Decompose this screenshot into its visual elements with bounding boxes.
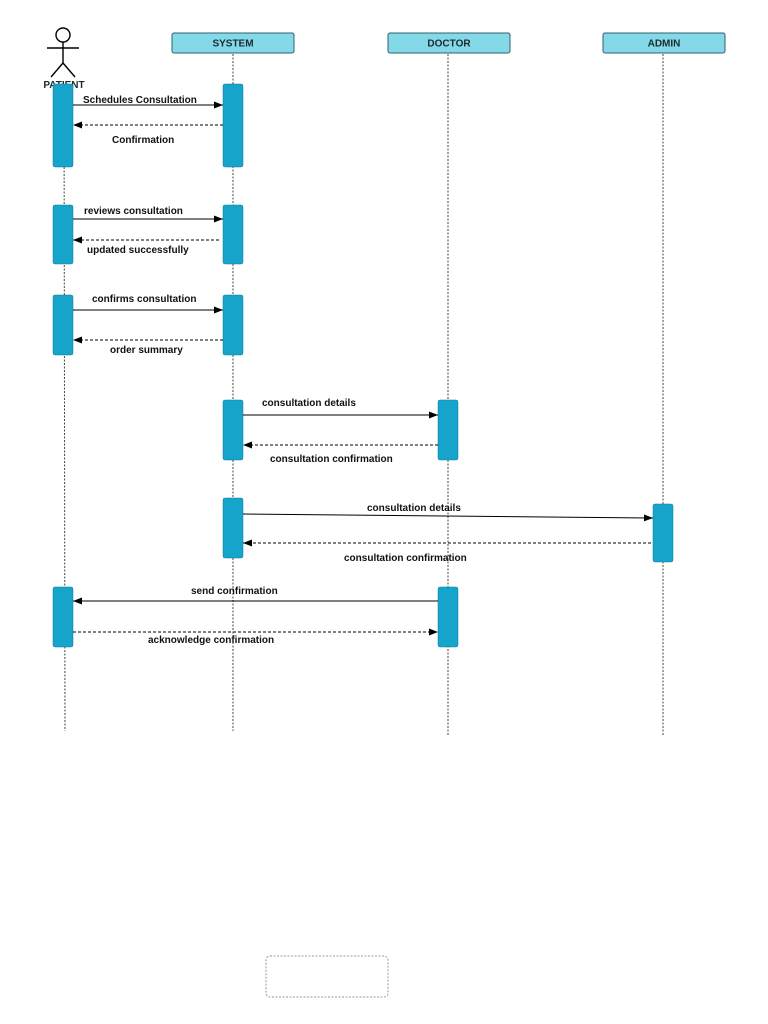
message-label: updated successfully bbox=[87, 245, 189, 256]
activation-bar-patient bbox=[52, 586, 74, 648]
message-label: acknowledge confirmation bbox=[148, 635, 274, 646]
activation-bar-patient bbox=[52, 294, 74, 356]
lifeline-patient bbox=[63, 89, 66, 732]
empty-placeholder-box bbox=[265, 955, 389, 998]
participant-doctor-label: DOCTOR bbox=[427, 39, 471, 50]
activation-bar-system bbox=[222, 83, 244, 168]
participant-system: SYSTEM bbox=[171, 32, 295, 54]
message-label: consultation details bbox=[367, 503, 461, 514]
participant-doctor: DOCTOR bbox=[387, 32, 511, 54]
message-arrow bbox=[242, 513, 654, 522]
message-label: confirms consultation bbox=[92, 294, 196, 305]
activation-bar-system bbox=[222, 497, 244, 559]
activation-bar-system bbox=[222, 399, 244, 461]
participant-admin-label: ADMIN bbox=[648, 39, 681, 50]
activation-bar-doctor bbox=[437, 399, 459, 461]
message-label: consultation details bbox=[262, 398, 356, 409]
participant-system-label: SYSTEM bbox=[212, 39, 253, 50]
message-label: Confirmation bbox=[112, 135, 174, 146]
message-label: reviews consultation bbox=[84, 206, 183, 217]
message-label: order summary bbox=[110, 345, 183, 356]
activation-bar-system bbox=[222, 204, 244, 265]
message-label: consultation confirmation bbox=[270, 454, 393, 465]
patient-actor-icon bbox=[47, 27, 79, 78]
activation-bar-system bbox=[222, 294, 244, 356]
message-label: send confirmation bbox=[191, 586, 278, 597]
message-label: consultation confirmation bbox=[344, 553, 467, 564]
activation-bar-patient bbox=[52, 204, 74, 265]
activation-bar-patient bbox=[52, 83, 74, 168]
activation-bar-doctor bbox=[437, 586, 459, 648]
activation-bar-admin bbox=[652, 503, 674, 563]
participant-admin: ADMIN bbox=[602, 32, 726, 54]
message-label: Schedules Consultation bbox=[83, 95, 197, 106]
